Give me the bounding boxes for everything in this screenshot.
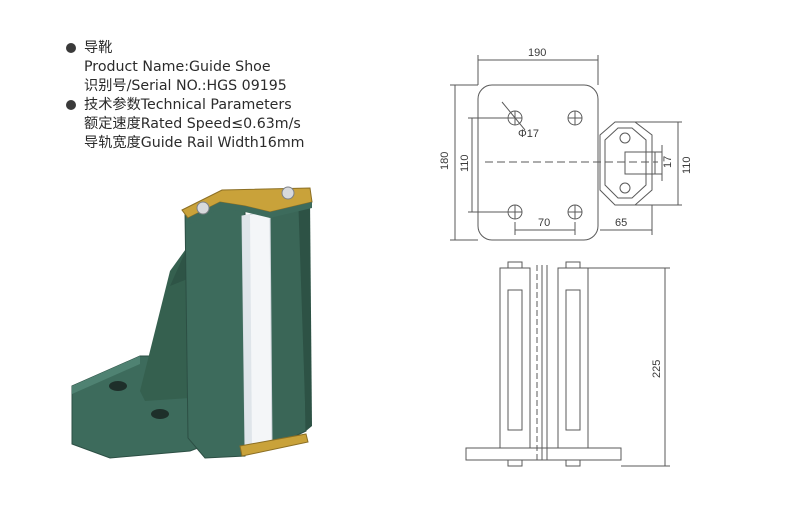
top-bolt-right — [281, 186, 295, 200]
dim-slot: 17 — [662, 156, 674, 168]
params-heading-line: 技术参数Technical Parameters — [58, 96, 388, 115]
spec-title-line: 导靴 — [58, 39, 388, 58]
dim-hole: Φ17 — [518, 128, 539, 140]
rail-width: 导轨宽度Guide Rail Width16mm — [84, 135, 305, 151]
bullet-icon — [66, 43, 76, 53]
upright-left — [184, 195, 246, 459]
top-view-bracket — [599, 121, 653, 206]
dim-width: 190 — [528, 47, 546, 59]
top-bolt-left — [196, 201, 210, 215]
rated-speed: 额定速度Rated Speed≤0.63m/s — [84, 116, 301, 132]
dim-hole-spacing: 70 — [538, 217, 550, 229]
params-heading: 技术参数Technical Parameters — [84, 97, 292, 113]
serial-line: 识别号/Serial NO.:HGS 09195 — [58, 77, 388, 96]
rated-speed-line: 额定速度Rated Speed≤0.63m/s — [58, 115, 388, 134]
spec-block: 导靴 Product Name:Guide Shoe 识别号/Serial NO… — [58, 39, 388, 153]
dim-side-height: 225 — [651, 360, 663, 378]
side-view-base — [465, 447, 622, 461]
dim-height-outer: 180 — [439, 152, 451, 170]
spec-title: 导靴 — [84, 40, 113, 56]
product-name-line: Product Name:Guide Shoe — [58, 58, 388, 77]
side-view-right-post — [557, 267, 589, 449]
dim-bracket-offset: 65 — [615, 217, 627, 229]
rail-width-line: 导轨宽度Guide Rail Width16mm — [58, 134, 388, 153]
technical-drawing: 190 180 110 Φ17 70 65 110 17 225 — [439, 47, 693, 467]
dim-height-inner: 110 — [459, 154, 471, 172]
bullet-icon — [66, 100, 76, 110]
side-view-left-post — [499, 267, 531, 449]
serial-number: 识别号/Serial NO.:HGS 09195 — [84, 78, 287, 94]
dim-bracket-height: 110 — [681, 156, 693, 174]
guide-shoe-photo — [71, 186, 313, 459]
product-name: Product Name:Guide Shoe — [84, 59, 271, 75]
